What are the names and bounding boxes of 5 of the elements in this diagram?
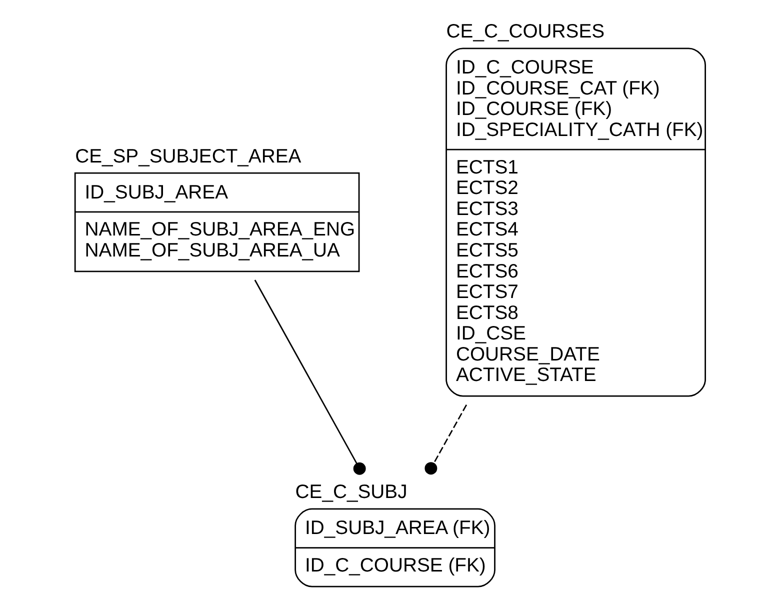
node-label: CE_C_SUBJ bbox=[294, 481, 407, 504]
connector bbox=[424, 404, 467, 475]
connector bbox=[254, 280, 366, 475]
node-label: CE_C_COURSES bbox=[446, 20, 604, 43]
node-label: CE_SP_SUBJECT_AREA bbox=[74, 145, 301, 168]
